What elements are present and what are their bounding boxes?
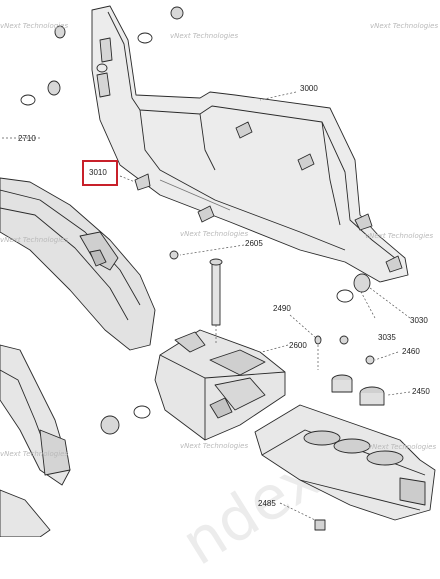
callout-2460: 2460 [402,347,420,356]
watermark-text: vNext Technologies [370,22,439,30]
console-base-part-2600 [154,329,286,441]
fasteners [20,6,385,531]
callout-3030: 3030 [410,316,428,325]
front-console [254,404,436,521]
callout-3035: 3035 [378,333,396,342]
callout-2600: 2600 [289,341,307,350]
parts-diagram: ndex [0,5,439,579]
callout-3010: 3010 [89,168,107,177]
watermark-text: vNext Technologies [0,22,69,30]
callout-2710: 2710 [18,134,36,143]
watermark-text: vNext Technologies [0,236,69,244]
frame-part-2710 [0,177,156,537]
callout-highlight-box [82,160,118,186]
callout-3000: 3000 [300,84,318,93]
callout-2450: 2450 [412,387,430,396]
side-panel-part-3000 [91,5,409,283]
leader-lines [0,91,411,521]
callout-2605: 2605 [245,239,263,248]
watermark-text: vNext Technologies [365,232,434,240]
callout-2485: 2485 [258,499,276,508]
watermark-text: vNext Technologies [180,230,249,238]
exploded-view-drawing [0,5,436,537]
watermark-text: vNext Technologies [368,443,437,451]
watermark-text: vNext Technologies [0,450,69,458]
watermark-text: vNext Technologies [180,442,249,450]
watermark-text: vNext Technologies [170,32,239,40]
callout-2490: 2490 [273,304,291,313]
